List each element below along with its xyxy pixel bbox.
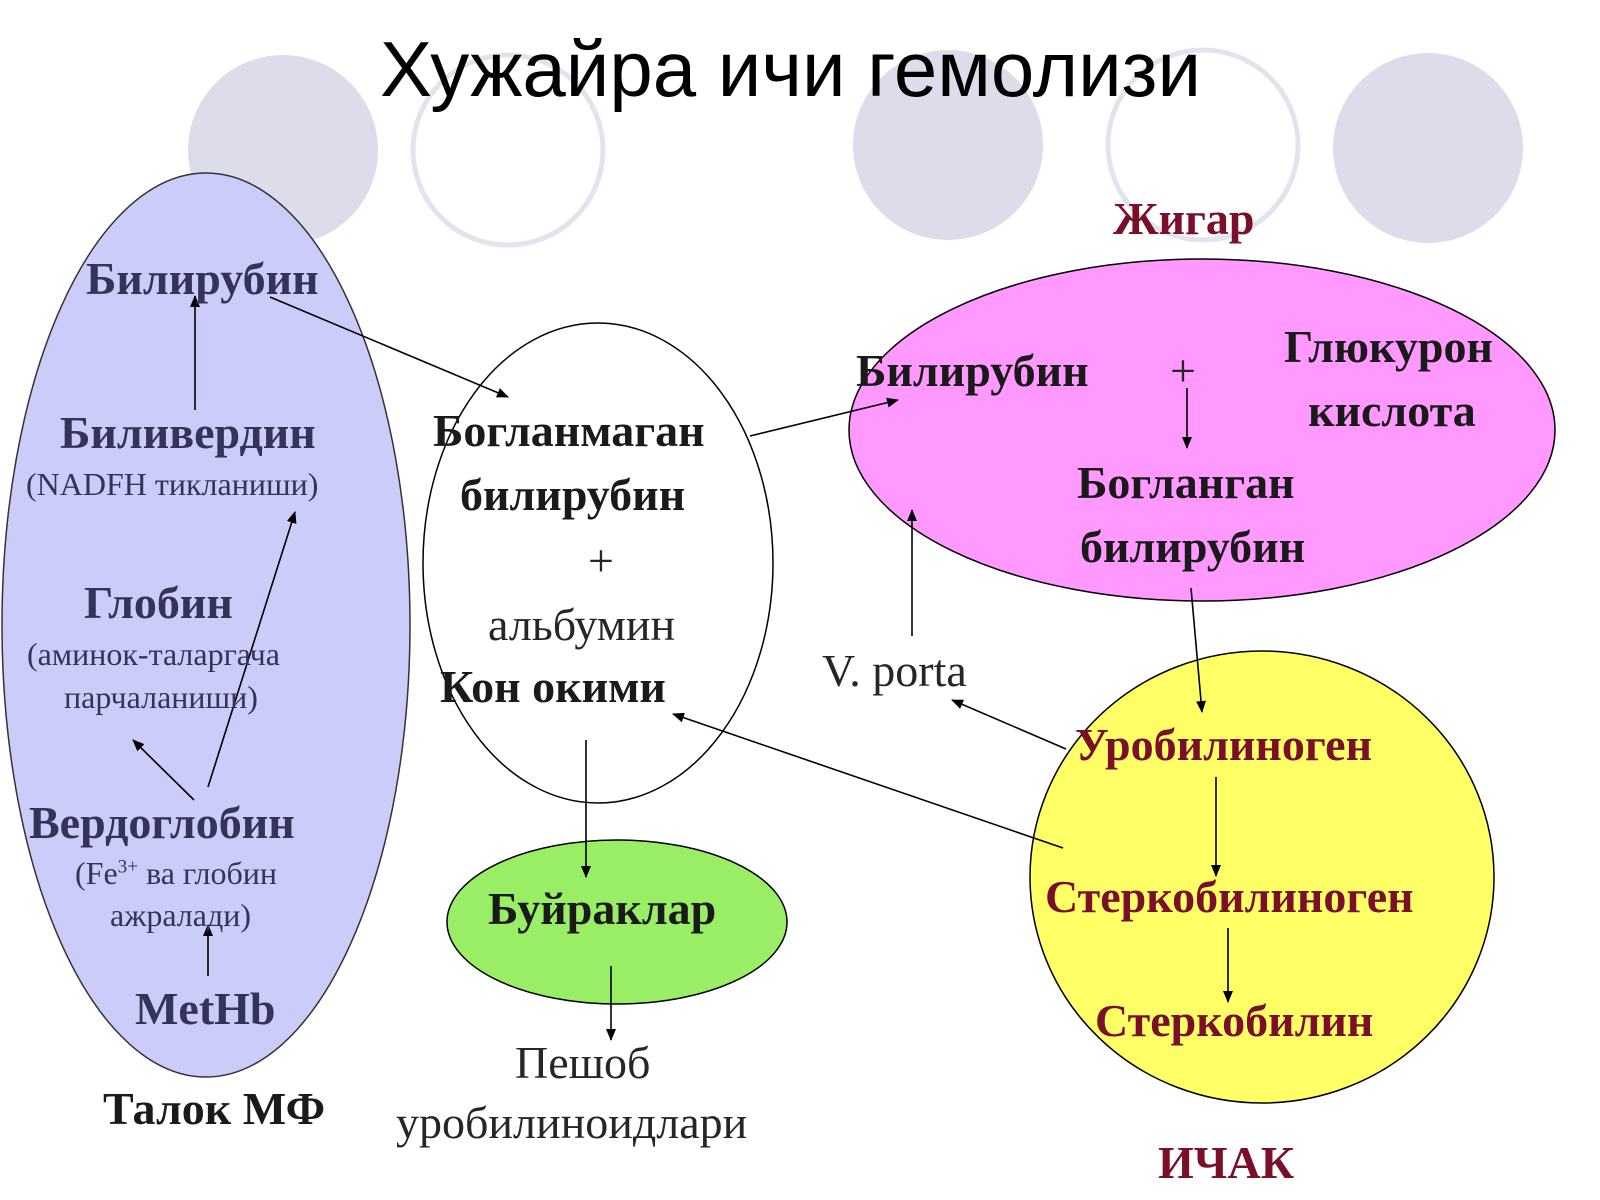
spleen-macrophage-ellipse [1,172,411,1078]
urine-label-line1: Пешоб [515,1037,651,1088]
deco-circle-outline-2 [1105,47,1301,243]
methb-label: MetHb [135,983,276,1034]
arrow-liver-to-urobilinogen [1190,587,1207,713]
arrow-verdoglobin-to-globin [132,739,195,801]
verdoglobin-note-charge: 3+ [117,856,139,878]
unbound-bilirubin-line1: Богланмаган [433,405,705,456]
verdoglobin-note-rest: ва глобин [138,855,277,891]
verdoglobin-label: Вердоглобин [29,797,295,848]
urine-label-line2: уробилиноидлари [396,1097,748,1148]
glucuronic-acid-line1: Глюкурон [1284,321,1493,372]
v-porta-label: V. porta [822,645,967,696]
spleen-bilirubin-label: Билирубин [86,253,319,304]
arrow-verdoglobin-to-biliverdin [207,511,297,788]
albumin-label: альбумин [488,599,676,650]
urobilinogen-label: Уробилиноген [1075,719,1373,770]
verdoglobin-note-fe: (Fe [75,855,118,891]
blood-plus-sign: + [588,535,614,586]
intestine-caption: ИЧАК [1158,1137,1295,1188]
globin-label: Глобин [84,577,233,628]
bound-bilirubin-line1: Богланган [1077,457,1295,508]
blood-flow-label: Кон окими [440,661,666,712]
liver-bilirubin-label: Билирубин [856,345,1089,396]
liver-caption: Жигар [1113,193,1255,244]
spleen-caption: Талок МФ [103,1083,326,1134]
arrow-stercobilinogen-to-blood [672,712,1064,849]
unbound-bilirubin-line2: билирубин [460,469,686,520]
biliverdin-note: (NADFH тикланиши) [26,466,319,502]
intestine-circle [1029,650,1495,1104]
glucuronic-acid-line2: кислота [1308,385,1476,436]
liver-plus-sign: + [1170,345,1196,396]
verdoglobin-note-line2: ажралади) [110,897,252,933]
globin-note-line2: парчаланиши) [64,679,258,715]
kidney-ellipse [446,839,788,1005]
arrow-bilirubin-to-blood [269,296,509,398]
globin-note-line1: (аминок-таларгача [27,636,280,672]
slide-title: Хужайра ичи гемолизи [380,25,1202,113]
arrow-urobilinogen-to-vporta [951,699,1067,750]
verdoglobin-note-line1: (Fe3+ ва глобин [75,857,277,889]
arrow-blood-to-liver [749,397,899,437]
liver-ellipse [848,258,1556,602]
biliverdin-label: Биливердин [60,407,316,458]
bound-bilirubin-line2: билирубин [1080,521,1306,572]
stercobilin-label: Стеркобилин [1095,995,1374,1046]
deco-circle-outline-1 [410,52,606,248]
blood-flow-ellipse [422,322,774,804]
kidney-label: Буйраклар [488,883,717,934]
deco-circle-filled-2 [853,50,1043,240]
stercobilinogen-label: Стеркобилиноген [1045,871,1414,922]
deco-circle-filled-3 [1333,53,1523,243]
